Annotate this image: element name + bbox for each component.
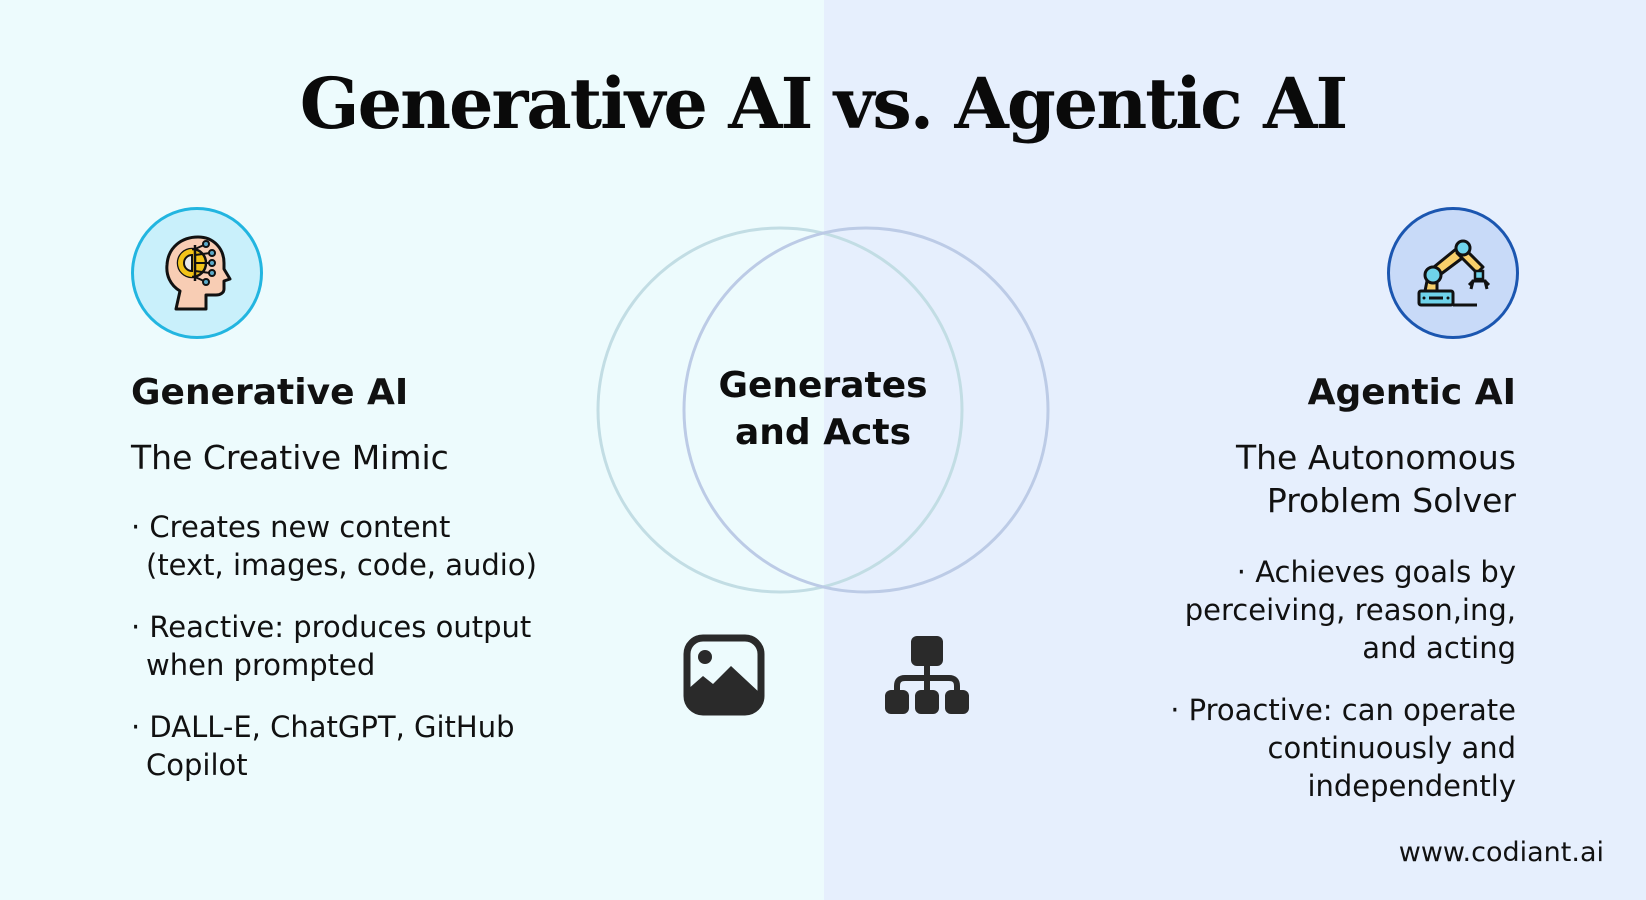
agentic-ai-heading: Agentic AI [1307, 372, 1516, 413]
generative-ai-heading: Generative AI [131, 372, 409, 413]
agentic-ai-bullets: · Achieves goals by perceiving, reason,i… [1170, 553, 1516, 829]
hierarchy-icon [885, 636, 969, 714]
subtitle-line: The Autonomous [1235, 438, 1516, 477]
generative-ai-subtitle: The Creative Mimic [131, 438, 449, 477]
image-icon [683, 634, 765, 716]
overlap-line: and Acts [734, 412, 912, 453]
bullet-line: perceiving, reason,ing, [1184, 593, 1516, 627]
brain-gear-head-icon [165, 235, 232, 311]
bullet-item: · Achieves goals by perceiving, reason,i… [1170, 553, 1516, 667]
subtitle-line: Problem Solver [1266, 481, 1516, 520]
right-panel-background [824, 0, 1646, 900]
bullet-line: continuously and [1267, 731, 1516, 765]
bullet-item: · Reactive: produces output when prompte… [131, 608, 537, 684]
bullet-item: · Creates new content (text, images, cod… [131, 508, 537, 584]
bullet-line: · DALL-E, ChatGPT, GitHub [131, 710, 515, 744]
bullet-item: · Proactive: can operate continuously an… [1170, 691, 1516, 805]
venn-overlap-label: Generates and Acts [673, 362, 973, 456]
bullet-line: · Proactive: can operate [1170, 693, 1516, 727]
bullet-item: · DALL-E, ChatGPT, GitHub Copilot [131, 708, 537, 784]
page-title: Generative AI vs. Agentic AI [299, 62, 1348, 145]
bullet-line: when prompted [146, 648, 376, 682]
left-panel-background [0, 0, 824, 900]
bullet-line: (text, images, code, audio) [146, 548, 537, 582]
bullet-line: · Creates new content [131, 510, 451, 544]
bullet-line: Copilot [146, 748, 248, 782]
venn-diagram [596, 226, 1050, 594]
generative-ai-bullets: · Creates new content (text, images, cod… [131, 508, 537, 808]
overlap-line: Generates [718, 365, 928, 406]
bullet-line: · Achieves goals by [1236, 555, 1516, 589]
robotic-arm-icon [1417, 239, 1491, 307]
agentic-ai-icon-badge [1387, 207, 1519, 339]
bullet-line: · Reactive: produces output [131, 610, 532, 644]
generative-ai-icon-badge [131, 207, 263, 339]
bullet-line: independently [1307, 769, 1516, 803]
website-url: www.codiant.ai [1398, 837, 1604, 868]
agentic-ai-subtitle: The Autonomous Problem Solver [1236, 436, 1516, 522]
bullet-line: and acting [1362, 631, 1516, 665]
